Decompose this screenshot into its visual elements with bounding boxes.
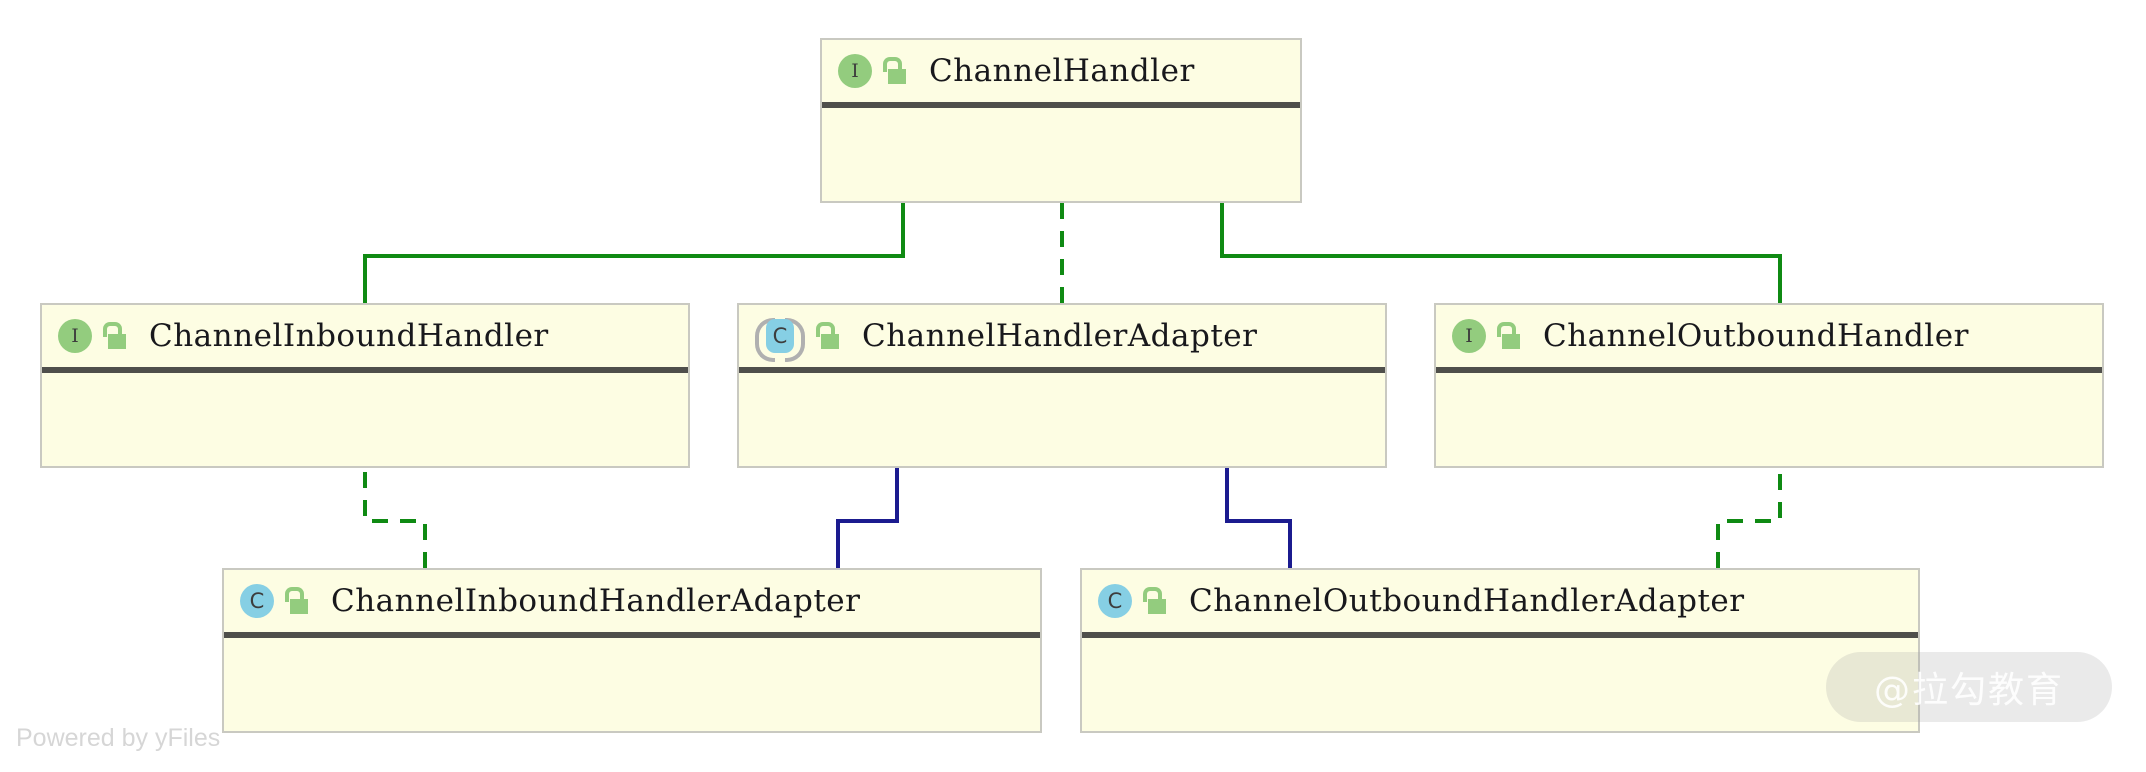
- icon-group: I: [58, 319, 127, 353]
- open-padlock-icon: [101, 322, 127, 350]
- class-icon: C: [1098, 584, 1132, 618]
- node-header: I ChannelInboundHandler: [42, 305, 688, 367]
- edge-inbound-adapter-extends-adapter: [836, 426, 899, 568]
- abstract-arc-right: [785, 318, 805, 362]
- open-padlock-icon: [283, 587, 309, 615]
- interface-icon: I: [838, 54, 872, 88]
- watermark-badge: @拉勾教育: [1826, 652, 2112, 722]
- yfiles-credit: Powered by yFiles: [16, 724, 221, 752]
- open-padlock-icon: [1495, 322, 1521, 350]
- node-header: I ChannelHandler: [822, 40, 1300, 102]
- node-members-compartment: [42, 373, 688, 443]
- node-divider: [1436, 367, 2102, 373]
- node-header: C ChannelInboundHandlerAdapter: [224, 570, 1040, 632]
- icon-group: I: [838, 54, 907, 88]
- uml-node-channel-outbound-handler[interactable]: I ChannelOutboundHandler: [1434, 303, 2104, 468]
- node-title: ChannelOutboundHandler: [1543, 318, 1969, 354]
- icon-group: I: [1452, 319, 1521, 353]
- edge-inbound-adapter-implements-inbound: [350, 426, 427, 568]
- uml-node-channel-handler-adapter[interactable]: C ChannelHandlerAdapter: [737, 303, 1387, 468]
- uml-node-channel-outbound-handler-adapter[interactable]: C ChannelOutboundHandlerAdapter: [1080, 568, 1920, 733]
- node-members-compartment: [224, 638, 1040, 708]
- node-divider: [42, 367, 688, 373]
- node-members-compartment: [822, 108, 1300, 178]
- watermark-text: @拉勾教育: [1873, 670, 2064, 711]
- node-header: I ChannelOutboundHandler: [1436, 305, 2102, 367]
- edge-outbound-adapter-implements-outbound: [1716, 426, 1782, 568]
- icon-group: C: [755, 318, 840, 362]
- open-padlock-icon: [881, 57, 907, 85]
- edge-outbound-extends-handler: [1207, 161, 1782, 303]
- node-title: ChannelInboundHandlerAdapter: [331, 583, 861, 619]
- edge-outbound-adapter-extends-adapter: [1212, 426, 1292, 568]
- node-divider: [822, 102, 1300, 108]
- abstract-arc-left: [755, 318, 775, 362]
- open-padlock-icon: [1141, 587, 1167, 615]
- uml-node-channel-handler[interactable]: I ChannelHandler: [820, 38, 1302, 203]
- node-members-compartment: [739, 373, 1385, 443]
- node-header: C ChannelOutboundHandlerAdapter: [1082, 570, 1918, 632]
- node-title: ChannelOutboundHandlerAdapter: [1189, 583, 1745, 619]
- node-title: ChannelInboundHandler: [149, 318, 549, 354]
- node-divider: [224, 632, 1040, 638]
- node-title: ChannelHandlerAdapter: [862, 318, 1258, 354]
- edge-inbound-extends-handler: [363, 161, 905, 303]
- class-badge: C: [766, 319, 794, 353]
- uml-node-channel-inbound-handler-adapter[interactable]: C ChannelInboundHandlerAdapter: [222, 568, 1042, 733]
- open-padlock-icon: [814, 322, 840, 350]
- icon-group: C: [1098, 584, 1167, 618]
- node-divider: [739, 367, 1385, 373]
- node-title: ChannelHandler: [929, 53, 1195, 89]
- interface-icon: I: [1452, 319, 1486, 353]
- node-divider: [1082, 632, 1918, 638]
- node-header: C ChannelHandlerAdapter: [739, 305, 1385, 367]
- abstract-class-icon: C: [755, 318, 805, 362]
- class-icon: C: [240, 584, 274, 618]
- interface-icon: I: [58, 319, 92, 353]
- node-members-compartment: [1436, 373, 2102, 443]
- uml-node-channel-inbound-handler[interactable]: I ChannelInboundHandler: [40, 303, 690, 468]
- icon-group: C: [240, 584, 309, 618]
- node-members-compartment: [1082, 638, 1918, 708]
